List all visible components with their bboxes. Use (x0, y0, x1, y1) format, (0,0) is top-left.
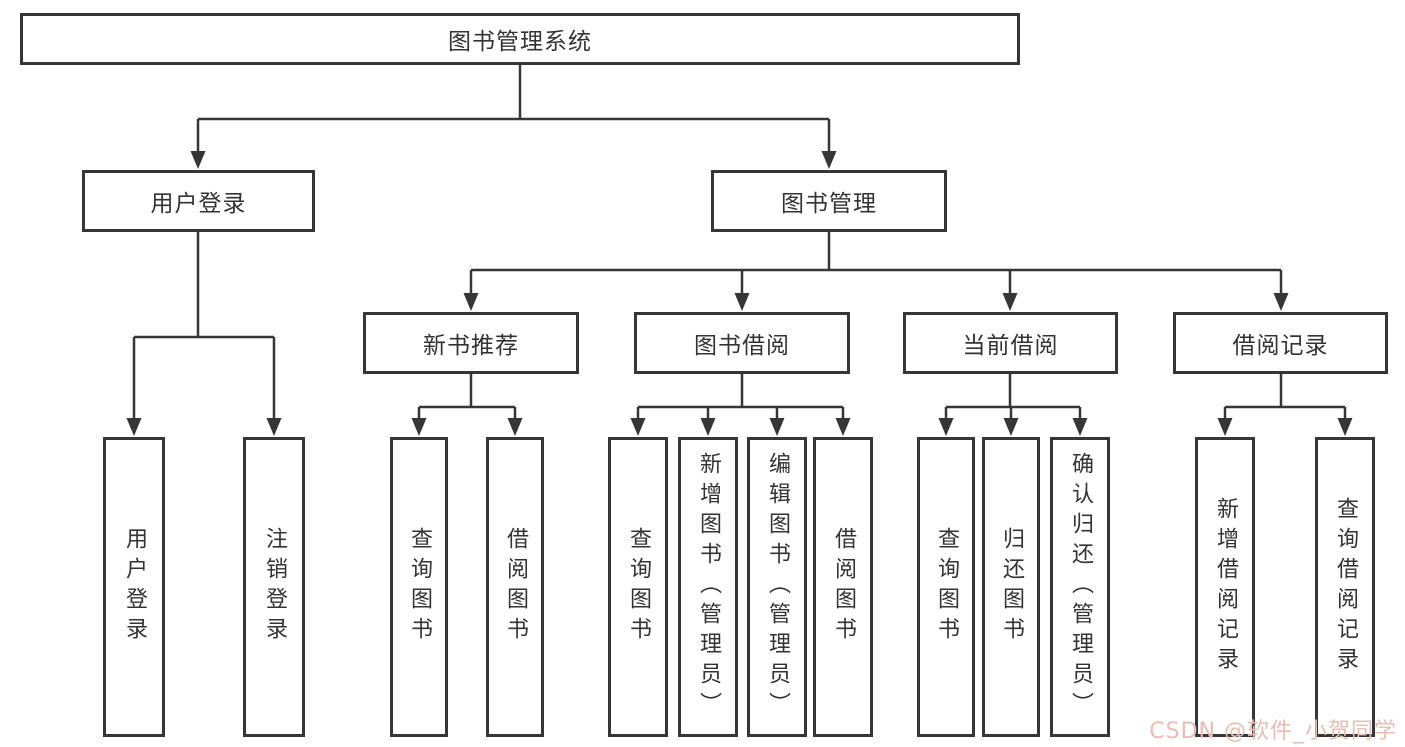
leaf-query-book-2: 查询图书 (608, 437, 668, 737)
node-label: 查询图书 (934, 527, 959, 647)
node-label: 借阅图书 (831, 527, 856, 647)
leaf-user-login: 用户登录 (103, 437, 165, 737)
node-label: 查询图书 (407, 527, 432, 647)
node-label: 查询图书 (626, 527, 651, 647)
leaf-return-book: 归还图书 (982, 437, 1040, 737)
node-book-borrow: 图书借阅 (634, 312, 850, 374)
leaf-confirm-return-admin: 确认归还（管理员） (1050, 437, 1110, 737)
node-label: 新书推荐 (423, 333, 519, 359)
node-label: 新增借阅记录 (1213, 497, 1238, 677)
leaf-borrow-book-2: 借阅图书 (813, 437, 873, 737)
node-label: 用户登录 (150, 191, 247, 217)
node-borrow-records: 借阅记录 (1173, 312, 1388, 374)
csdn-watermark: CSDN @软件_小贺同学 (1149, 719, 1397, 744)
node-label: 图书管理 (781, 191, 877, 217)
leaf-add-borrow-record: 新增借阅记录 (1195, 437, 1255, 737)
node-label: 确认归还（管理员） (1068, 452, 1093, 722)
node-label: 新增图书（管理员） (696, 452, 721, 722)
node-book-management: 图书管理 (711, 170, 947, 232)
leaf-query-borrow-record: 查询借阅记录 (1315, 437, 1375, 737)
node-label: 当前借阅 (962, 333, 1059, 359)
node-label: 图书管理系统 (448, 29, 592, 55)
node-label: 图书借阅 (694, 333, 790, 359)
leaf-query-book: 查询图书 (390, 437, 448, 737)
node-label: 查询借阅记录 (1333, 497, 1358, 677)
leaf-logout: 注销登录 (243, 437, 305, 737)
node-user-login: 用户登录 (82, 170, 315, 232)
node-label: 借阅记录 (1232, 333, 1329, 359)
leaf-edit-book-admin: 编辑图书（管理员） (747, 437, 807, 737)
node-label: 编辑图书（管理员） (765, 452, 790, 722)
leaf-add-book-admin: 新增图书（管理员） (678, 437, 738, 737)
node-label: 用户登录 (122, 527, 147, 647)
leaf-borrow-book: 借阅图书 (486, 437, 544, 737)
node-new-book-recommend: 新书推荐 (363, 312, 579, 374)
node-label: 注销登录 (262, 527, 287, 647)
node-root-library-management-system: 图书管理系统 (20, 13, 1020, 65)
leaf-query-book-3: 查询图书 (917, 437, 975, 737)
node-current-borrow: 当前借阅 (903, 312, 1118, 374)
node-label: 归还图书 (999, 527, 1024, 647)
node-label: 借阅图书 (503, 527, 528, 647)
